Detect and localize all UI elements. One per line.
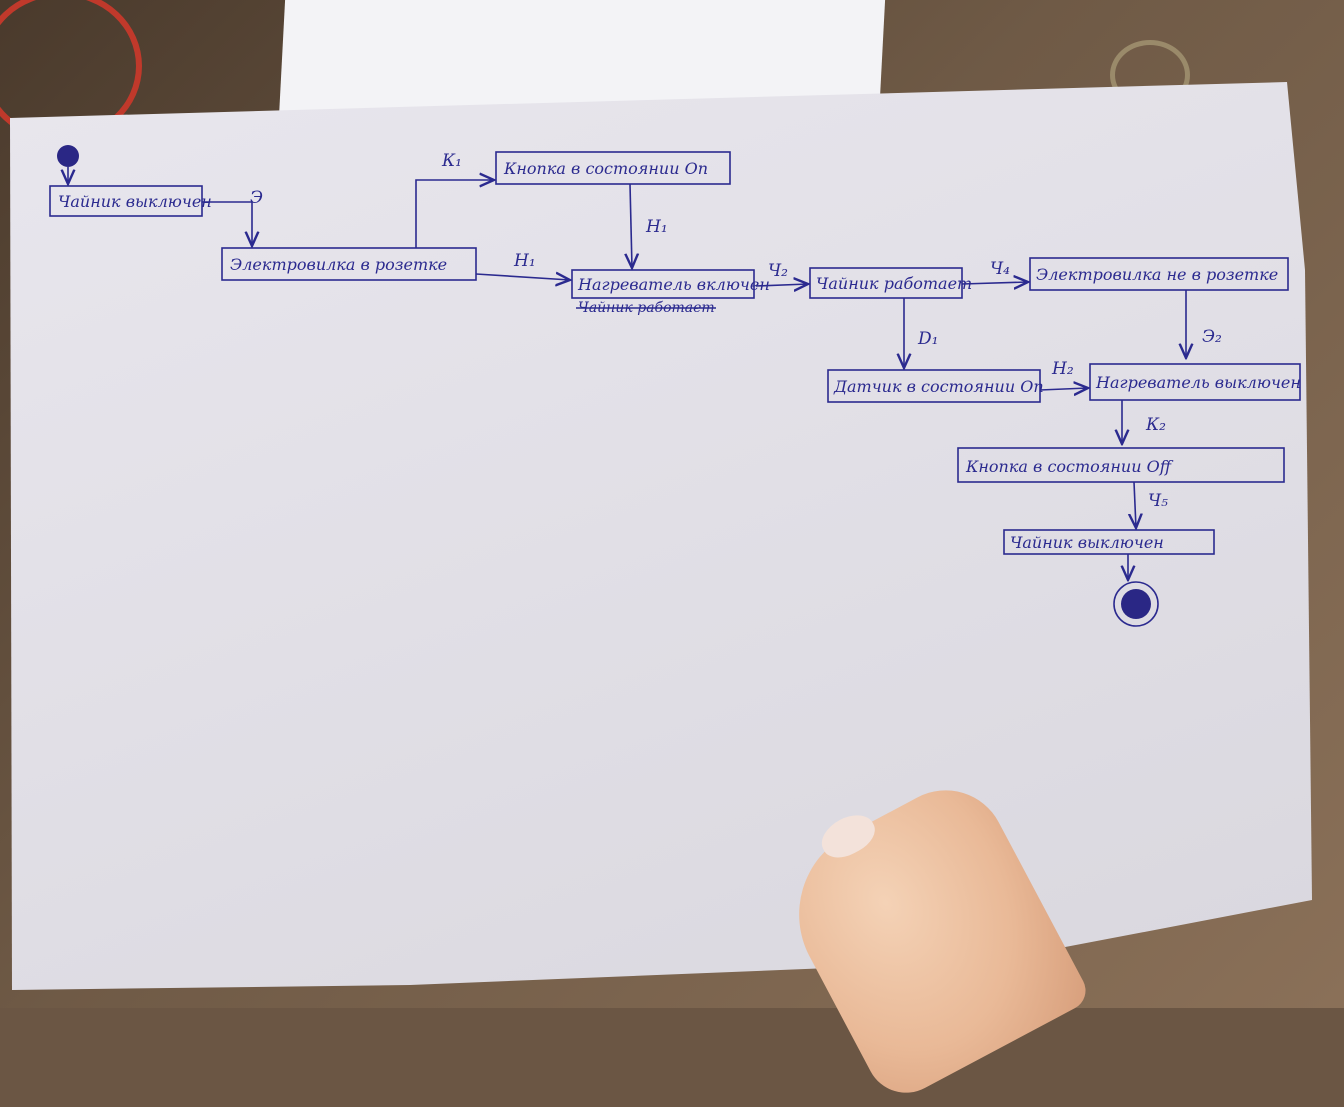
state-heater-off: Нагреватель выключен [1089, 363, 1301, 401]
final-state [1121, 589, 1151, 619]
state-button-on: Кнопка в состоянии On [495, 151, 731, 185]
state-kettle-working-label: Чайник работает [816, 274, 972, 293]
state-kettle-off-label: Чайник выключен [58, 192, 212, 211]
transition-h1-from-button [630, 183, 632, 268]
transition-u5-label: Ч₅ [1148, 491, 1168, 511]
state-plug-not-in-socket-label: Электровилка не в розетке [1036, 265, 1278, 284]
state-sensor-on-label: Датчик в состоянии On [833, 377, 1044, 396]
transition-h2-label: Н₂ [1051, 359, 1074, 379]
transition-e [202, 201, 252, 246]
state-plug-in-socket: Электровилка в розетке [221, 247, 477, 281]
transition-u2 [755, 284, 808, 286]
transition-k2-label: К₂ [1145, 415, 1166, 435]
transition-d1-label: D₁ [917, 329, 938, 349]
initial-state [57, 145, 79, 167]
transition-h1-from-plug [475, 274, 570, 280]
state-plug-not-in-socket: Электровилка не в розетке [1029, 257, 1289, 291]
transition-e-label: Э [250, 188, 263, 208]
transition-u2-label: Ч₂ [768, 261, 788, 281]
state-button-on-label: Кнопка в состоянии On [503, 159, 708, 178]
state-sensor-on: Датчик в состоянии On [827, 369, 1044, 403]
state-diagram: Чайник выключен Электровилка в розетке К… [49, 145, 1301, 627]
transition-e2-label: Э₂ [1202, 327, 1222, 347]
final-state-ring [1113, 581, 1159, 627]
state-kettle-working: Чайник работает [809, 267, 972, 299]
state-button-off: Кнопка в состоянии Off [957, 447, 1285, 483]
paper-sheet [10, 82, 1312, 990]
state-plug-in-socket-label: Электровилка в розетке [230, 255, 447, 274]
state-button-off-label: Кнопка в состоянии Off [965, 457, 1174, 476]
transition-h1-from-button-label: Н₁ [645, 217, 668, 237]
transition-k1 [415, 180, 494, 248]
state-heater-off-label: Нагреватель выключен [1095, 373, 1301, 392]
state-heater-on: Нагреватель включен Чайник работает [571, 269, 770, 316]
transition-u4 [961, 282, 1028, 284]
transition-h2 [1039, 388, 1088, 390]
transition-h1-from-plug-label: Н₁ [513, 251, 536, 271]
state-kettle-off-final-label: Чайник выключен [1010, 533, 1164, 552]
state-kettle-off-final: Чайник выключен [1003, 529, 1215, 555]
transition-u4-label: Ч₄ [990, 259, 1010, 279]
transition-k1-label: К₁ [441, 151, 462, 171]
state-heater-on-label: Нагреватель включен [577, 275, 770, 294]
state-kettle-off: Чайник выключен [49, 185, 212, 217]
transition-u5 [1134, 481, 1136, 528]
